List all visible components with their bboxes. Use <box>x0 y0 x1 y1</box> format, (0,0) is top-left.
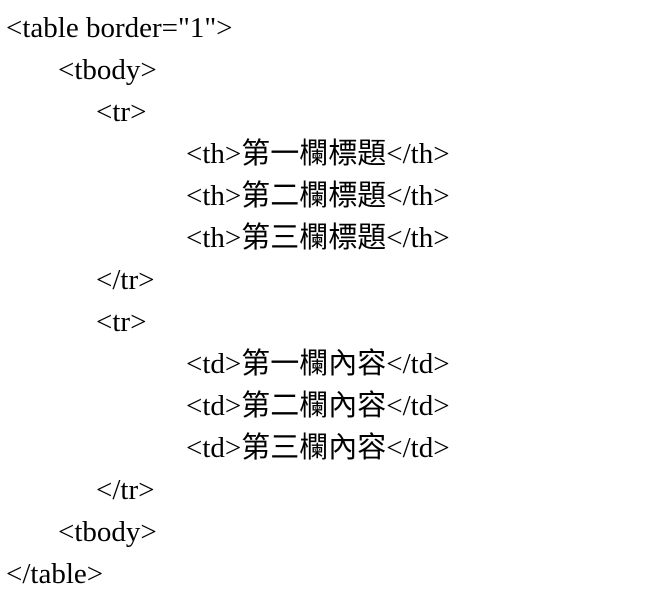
code-line: </table> <box>6 558 104 590</box>
code-line: <th>第三欄標題</th> <box>186 222 450 254</box>
code-line: <tr> <box>96 306 147 338</box>
code-line: <table border="1"> <box>6 12 233 44</box>
code-line: <tbody> <box>58 516 157 548</box>
code-line: <th>第二欄標題</th> <box>186 180 450 212</box>
code-line: </tr> <box>96 474 155 506</box>
code-line: <td>第三欄內容</td> <box>186 432 450 464</box>
code-line: <td>第二欄內容</td> <box>186 390 450 422</box>
code-line: <td>第一欄內容</td> <box>186 348 450 380</box>
code-line: <tbody> <box>58 54 157 86</box>
code-line: </tr> <box>96 264 155 296</box>
code-line: <th>第一欄標題</th> <box>186 138 450 170</box>
code-line: <tr> <box>96 96 147 128</box>
